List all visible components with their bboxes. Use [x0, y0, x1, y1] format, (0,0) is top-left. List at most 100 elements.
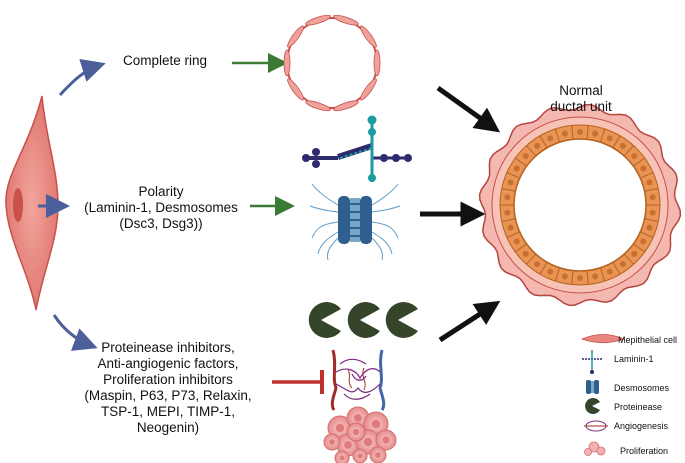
duct-cell-nucleus [513, 165, 520, 172]
duct-cell-border [554, 128, 561, 143]
legend-label-mepithelial: Mepithelial cell [618, 335, 678, 345]
duct-cell-nucleus [619, 142, 626, 149]
duct-cell-nucleus [649, 194, 656, 201]
duct-cell-nucleus [513, 238, 520, 245]
inhibition-bar [272, 370, 324, 394]
duct-cell-border [571, 125, 574, 140]
legend-label-proteinease: Proteinease [614, 402, 663, 412]
duct-cell-nucleus [640, 238, 647, 245]
duct-cell-border [633, 157, 646, 167]
duct-cell-border [586, 125, 589, 140]
legend-label-proliferation: Proliferation [620, 446, 669, 456]
ring-cell [305, 14, 331, 26]
duct-cell-border [623, 253, 634, 265]
duct-cell-nucleus [606, 268, 613, 275]
duct-cell-nucleus [561, 273, 568, 280]
ring-cell [283, 49, 291, 77]
duct-cell-border [501, 218, 516, 223]
cell-nucleus [375, 452, 381, 458]
ring-cell [287, 78, 305, 101]
ring-cell [287, 25, 305, 48]
duct-cell-nucleus [640, 165, 647, 172]
duct-cell-border [599, 267, 606, 282]
duct-cell-nucleus [649, 209, 656, 216]
myoepithelial-cell-icon [580, 334, 626, 344]
label-inhibitors-line-4: (Maspin, P63, P73, Relaxin, [84, 388, 252, 403]
duct-cell-border [526, 145, 537, 157]
duct-cell-nucleus [646, 224, 653, 231]
duct-cell-nucleus [561, 130, 568, 137]
label-inhibitors: Proteinease inhibitors, Anti-angiogenic … [70, 340, 266, 436]
duct-cell-border [514, 243, 527, 253]
cell-nucleus [371, 419, 381, 429]
duct-cell-nucleus [606, 135, 613, 142]
duct-cell-border [554, 267, 561, 282]
duct-cell-border [506, 231, 520, 238]
duct-cell-nucleus [507, 179, 514, 186]
duct-cell-border [633, 243, 646, 253]
proliferation-figure [323, 406, 397, 463]
cell-nucleus [354, 414, 362, 422]
duct-cell-border [526, 253, 537, 265]
duct-cell-border [612, 261, 621, 275]
duct-cell-border [644, 218, 659, 223]
duct-cell-nucleus [619, 261, 626, 268]
label-complete-ring: Complete ring [122, 53, 208, 68]
cell-nucleus [329, 439, 335, 445]
duct-cell-nucleus [547, 135, 554, 142]
duct-cell-border [612, 135, 621, 149]
arrow-to-inhibitors [52, 314, 98, 351]
cell-nucleus [13, 188, 23, 222]
duct-cell-nucleus [534, 142, 541, 149]
ring-cell [359, 78, 377, 101]
proteinase-figures [308, 302, 418, 338]
label-inhibitors-line-3: Proliferation inhibitors [103, 372, 233, 387]
label-polarity-line-2: (Laminin-1, Desmosomes [84, 200, 238, 215]
duct-cell-nucleus [507, 224, 514, 231]
label-inhibitors-line-6: Neogenin) [136, 420, 200, 435]
label-inhibitors-line-5: TSP-1, MEPI, TIMP-1, [100, 404, 236, 419]
duct-cell-border [599, 128, 606, 143]
duct-cell-nucleus [522, 250, 529, 257]
proliferation-icon [584, 441, 606, 456]
duct-cell-border [586, 270, 589, 285]
label-inhibitors-line-1: Proteinease inhibitors, [101, 340, 235, 355]
duct-cell-border [514, 157, 527, 167]
duct-cell-border [571, 270, 574, 285]
duct-cell-nucleus [631, 250, 638, 257]
duct-lumen [513, 138, 647, 272]
angiogenesis-icon [584, 420, 608, 432]
desmosome-icon [586, 380, 599, 394]
proteinase-icon [585, 398, 600, 414]
duct-cell-nucleus [504, 194, 511, 201]
legend-label-laminin: Laminin-1 [614, 354, 654, 364]
laminin-icon [582, 350, 602, 374]
duct-cell-border [501, 187, 516, 192]
normal-ductal-unit [478, 103, 682, 307]
duct-cell-nucleus [504, 209, 511, 216]
arrow-to-complete-ring [58, 58, 106, 97]
duct-cell-border [539, 135, 548, 149]
label-normal-line-2: ductal unit [550, 99, 612, 114]
myoepithelial-cell [5, 95, 59, 311]
cell-nucleus [344, 441, 352, 449]
label-polarity-line-1: Polarity [138, 184, 184, 199]
duct-cell-border [640, 231, 654, 238]
duct-cell-nucleus [646, 179, 653, 186]
label-polarity: Polarity (Laminin-1, Desmosomes (Dsc3, D… [66, 184, 256, 232]
duct-cell-nucleus [592, 130, 599, 137]
label-inhibitors-line-2: Anti-angiogenic factors, [97, 356, 239, 371]
duct-cell-nucleus [534, 261, 541, 268]
duct-cell-border [623, 145, 634, 157]
ring-cell [305, 100, 331, 112]
cell-nucleus [363, 437, 373, 447]
cell-nucleus [352, 428, 360, 436]
cell-nucleus [357, 453, 363, 459]
ring-cell [333, 100, 359, 112]
legend [580, 334, 626, 456]
label-normal-ductal-unit: Normal ductal unit [535, 83, 627, 115]
legend-label-desmosomes: Desmosomes [614, 383, 670, 393]
duct-cell-nucleus [522, 153, 529, 160]
cell-nucleus [339, 455, 345, 461]
